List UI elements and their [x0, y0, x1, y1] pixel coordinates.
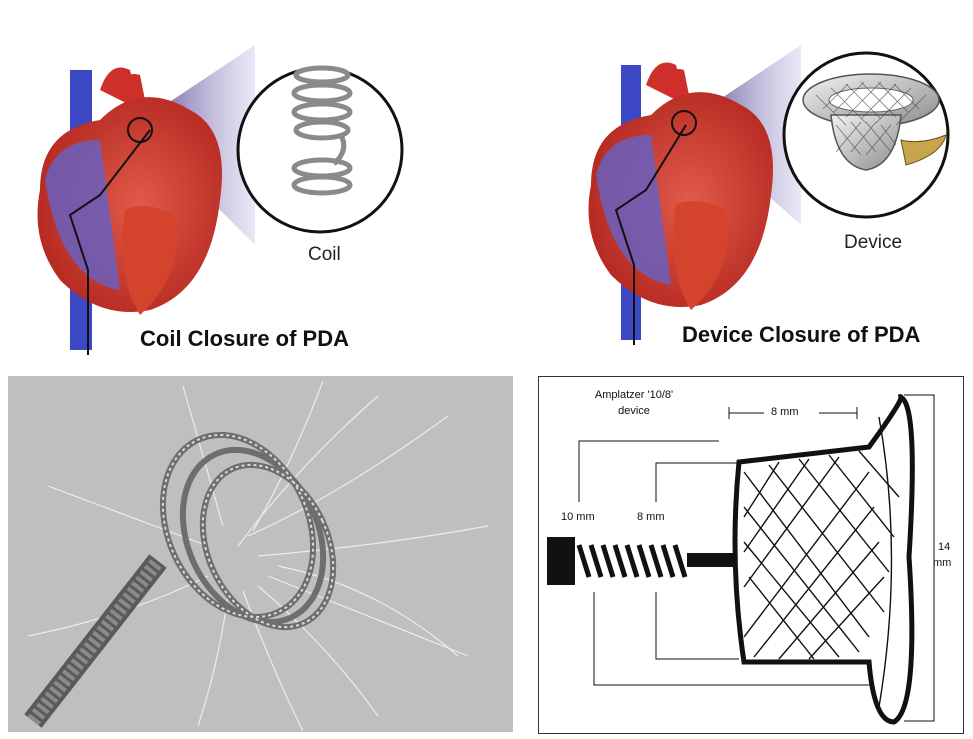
coil-callout-circle: [236, 66, 404, 234]
amplatzer-diagram-panel: Amplatzer '10/8' device 8 mm 10 mm 8 mm …: [538, 376, 964, 734]
coil-spring: [291, 65, 353, 196]
occluder-mesh-weave: [743, 416, 900, 708]
device-word-label: device: [618, 405, 650, 417]
catheter-hub: [547, 537, 575, 585]
dim-top-label: 8 mm: [771, 406, 799, 418]
device-name-label: Amplatzer '10/8': [594, 389, 674, 401]
thrombus-fibers: [27, 380, 489, 732]
amplatzer-diagram: [547, 394, 935, 725]
coil-closure-caption: Coil Closure of PDA: [140, 326, 350, 351]
coil-thrombus-render: [8, 376, 513, 732]
device-heart-illustration: [588, 45, 950, 345]
device-closure-panel: Device Device Closure of PDA: [486, 0, 973, 365]
dim-right-unit-label: mm: [933, 557, 952, 569]
device-closure-caption: Device Closure of PDA: [682, 322, 921, 347]
zoom-origin-circle: [127, 117, 153, 143]
dim-left-outer-label: 10 mm: [561, 511, 595, 523]
occluder-device: [802, 73, 947, 171]
catheter: [614, 124, 687, 345]
catheter: [68, 129, 151, 355]
occluder-mesh-outline: [732, 394, 915, 725]
delivery-spring: [576, 544, 688, 578]
coil-callout-label: Coil: [308, 244, 341, 265]
dim-right-value-label: 14: [938, 541, 951, 553]
zoom-origin-circle: [671, 110, 697, 136]
device-callout-label: Device: [844, 232, 903, 253]
coil-closure-panel: Coil Coil Closure of PDA: [0, 0, 486, 365]
coil-heart-illustration: [37, 45, 404, 355]
dimension-lines: [578, 394, 935, 722]
coil-thrombus-image: [8, 376, 513, 732]
dim-left-inner-label: 8 mm: [637, 511, 665, 523]
